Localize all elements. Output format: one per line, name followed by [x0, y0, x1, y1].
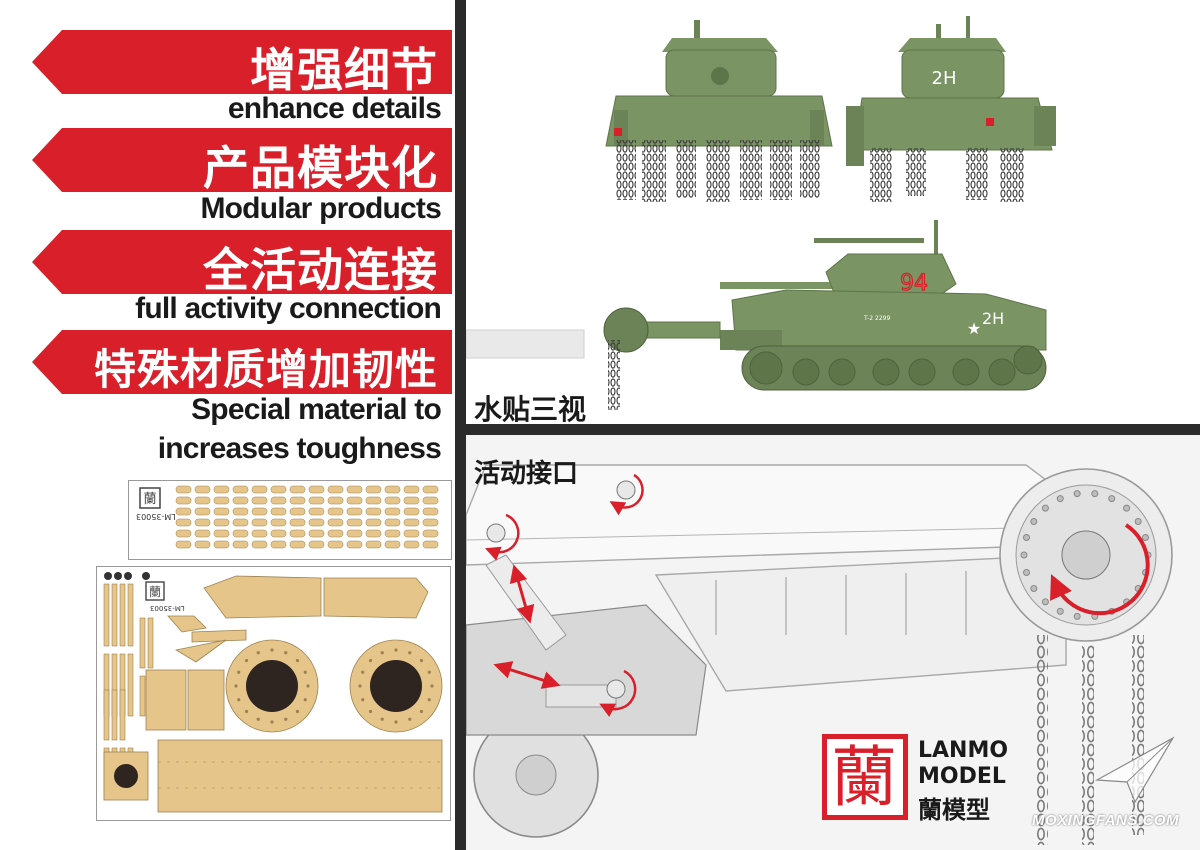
- feature-banner-4: 特殊材质增加韧性: [32, 330, 452, 394]
- red-arrow-banner: [32, 330, 452, 394]
- feature-panel: 增强细节 enhance details 产品模块化 Modular produ…: [0, 0, 455, 850]
- svg-text:蘭: 蘭: [143, 491, 156, 507]
- tank-rear-view: 2H: [846, 16, 1056, 202]
- decal-caption: 水贴三视: [474, 393, 587, 424]
- movable-joint-caption: 活动接口: [474, 459, 579, 489]
- tank-three-view-drawing: 2H 2H T-2 2299 94 ★: [466, 16, 1056, 410]
- etch-sheet-large: 蘭: [96, 566, 452, 822]
- feature-banner-3: 全活动连接: [32, 230, 452, 297]
- feature-title-en: enhance details: [227, 92, 442, 125]
- red-arrow-banner: [32, 230, 452, 294]
- feature-title-en: Modular products: [200, 192, 441, 225]
- turret-marking-side: 94: [900, 271, 928, 296]
- feature-title-cn: 增强细节: [250, 43, 438, 97]
- horizontal-divider: [455, 424, 1200, 435]
- logo-line2: MODEL: [918, 764, 1006, 789]
- feature-banner-2: 产品模块化: [32, 128, 452, 195]
- etch-sheet-code: LM-35003: [150, 604, 185, 612]
- hull-serial-marking: T-2 2299: [863, 315, 890, 322]
- flail-arm-drawing: [466, 464, 1173, 845]
- feature-title-cn: 产品模块化: [203, 141, 438, 195]
- feature-title-cn: 全活动连接: [203, 243, 438, 297]
- feature-title-en-line2: increases toughness: [157, 432, 442, 465]
- lanmo-logo-mark: 蘭: [822, 734, 908, 820]
- logo-glyph: 蘭: [831, 739, 897, 816]
- feature-title-en-line1: Special material to: [191, 393, 442, 426]
- etch-sheet-large-drawing: 蘭: [96, 566, 451, 821]
- logo-cn: 蘭模型: [918, 796, 990, 824]
- feature-title-en: full activity connection: [135, 292, 442, 325]
- svg-text:蘭: 蘭: [149, 585, 161, 599]
- svg-text:★: ★: [967, 319, 981, 338]
- etch-sheet-code: LM-35003: [136, 512, 176, 521]
- red-arrow-banner: [32, 128, 452, 192]
- tank-front-view: [605, 20, 833, 202]
- red-arrow-banner: [32, 30, 452, 94]
- turret-marking-rear: 2H: [932, 68, 957, 89]
- feature-title-cn: 特殊材质增加韧性: [93, 345, 438, 394]
- hull-marking-side: 2H: [982, 309, 1004, 328]
- logo-line1: LANMO: [918, 738, 1009, 763]
- etch-sheet-small: 蘭 LM-35003: [128, 480, 453, 560]
- decal-three-view-panel: 2H 2H T-2 2299 94 ★: [466, 0, 1200, 424]
- feature-banner-1: 增强细节: [32, 30, 452, 97]
- paper-plane-icon: [1095, 736, 1175, 804]
- watermark-text: MOXINGFANS.COM: [1032, 812, 1180, 829]
- etch-sheet-small-drawing: 蘭: [128, 480, 452, 560]
- tank-side-view: 2H T-2 2299 94 ★: [603, 220, 1047, 410]
- lanmo-model-logo: 蘭 LANMO MODEL 蘭模型: [822, 734, 1008, 824]
